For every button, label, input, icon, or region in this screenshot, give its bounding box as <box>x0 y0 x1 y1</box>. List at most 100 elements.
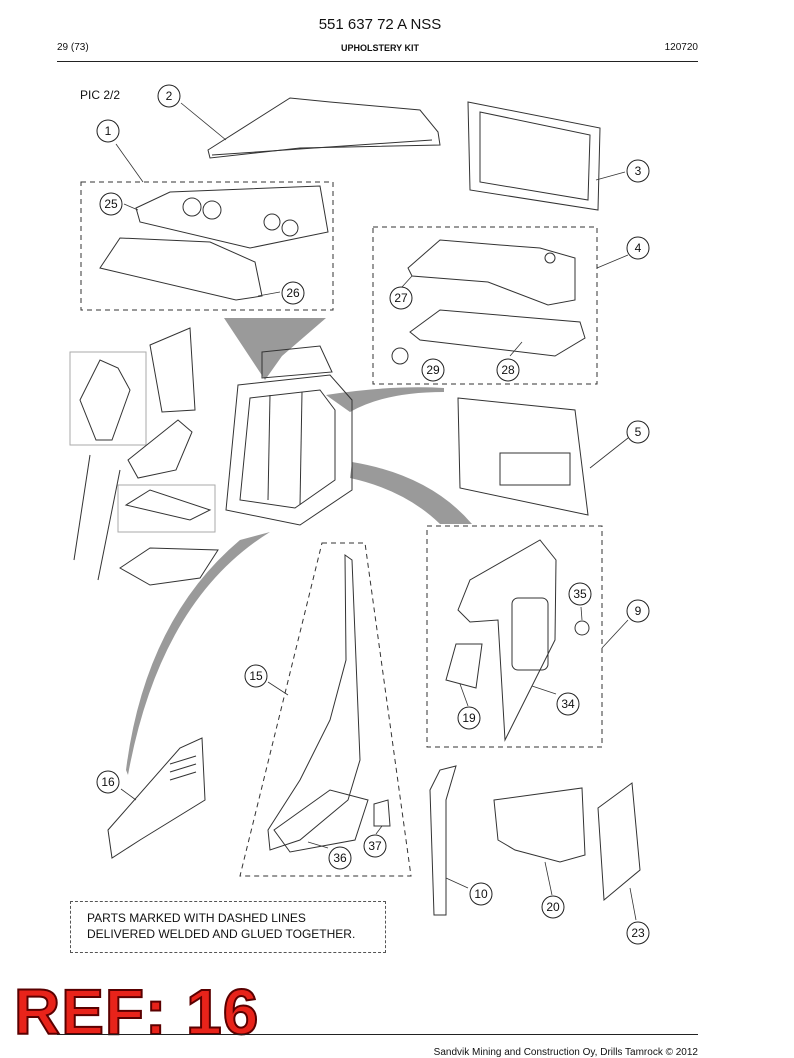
part-19-pocket <box>445 643 483 689</box>
callout-bubble <box>96 119 120 143</box>
footer-rule <box>57 1034 698 1035</box>
leader-line-20 <box>544 861 553 896</box>
callout-bubble <box>457 706 481 730</box>
part-5-side-panel <box>457 397 589 516</box>
callout-bubble <box>328 846 352 870</box>
cab-frame <box>225 374 353 526</box>
callout-bubble <box>389 286 413 310</box>
callout-number: 36 <box>333 851 347 865</box>
dashed-line-note: PARTS MARKED WITH DASHED LINES DELIVERED… <box>70 901 386 953</box>
leader-line-4 <box>596 254 629 269</box>
leader-line-1 <box>115 143 144 183</box>
callout-bubble <box>626 159 650 183</box>
part-34-pad <box>511 597 549 671</box>
part-25-vent <box>202 200 222 220</box>
callout-34: 34 <box>556 692 580 716</box>
part-35-cap <box>574 620 590 636</box>
callout-number: 3 <box>635 164 642 178</box>
callout-number: 37 <box>368 839 382 853</box>
callout-bubble <box>568 582 592 606</box>
callout-number: 20 <box>546 900 560 914</box>
part-5-window <box>499 452 571 486</box>
callout-number: 4 <box>635 241 642 255</box>
part-36-lower-trim <box>273 789 369 853</box>
callout-bubble <box>157 84 181 108</box>
callout-number: 10 <box>474 887 488 901</box>
leader-line-10 <box>445 877 469 889</box>
note-line-2: DELIVERED WELDED AND GLUED TOGETHER. <box>87 927 356 941</box>
callout-bubble <box>556 692 580 716</box>
left-bracket-parts <box>79 359 131 441</box>
callout-bubble <box>626 236 650 260</box>
callout-26: 26 <box>281 281 305 305</box>
group-box-center <box>239 542 412 877</box>
part-23-panel <box>597 782 641 902</box>
callout-4: 4 <box>626 236 650 260</box>
callout-35: 35 <box>568 582 592 606</box>
part-37-clip <box>373 799 391 827</box>
projection-fan-left <box>126 532 270 775</box>
part-3-inner <box>479 111 591 201</box>
part-2-edge <box>211 139 433 156</box>
callout-bubble <box>496 358 520 382</box>
callout-bubble <box>281 281 305 305</box>
left-rod <box>97 469 121 581</box>
callout-bubble <box>96 770 120 794</box>
callout-37: 37 <box>363 834 387 858</box>
callout-27: 27 <box>389 286 413 310</box>
callout-number: 9 <box>635 604 642 618</box>
leader-line-16 <box>120 788 137 801</box>
leader-line-35 <box>580 606 583 621</box>
leader-line-19 <box>459 683 469 707</box>
group-box-upper-right <box>372 226 598 385</box>
leader-line-3 <box>595 171 626 181</box>
callout-number: 27 <box>394 291 408 305</box>
callout-bubble <box>469 882 493 906</box>
callout-3: 3 <box>626 159 650 183</box>
part-15-pillar-trim <box>267 554 361 851</box>
callout-number: 34 <box>561 697 575 711</box>
leader-line-15 <box>267 681 289 696</box>
section-title: UPHOLSTERY KIT <box>340 43 419 53</box>
part-25-console <box>135 185 329 249</box>
part-16-vent <box>169 771 197 781</box>
cab-pillar <box>267 394 271 501</box>
callout-bubble <box>626 599 650 623</box>
part-25-vent <box>182 197 202 217</box>
projection-fan-right-upper <box>326 387 444 412</box>
callout-number: 16 <box>101 775 115 789</box>
part-16-vent <box>169 755 197 765</box>
callout-number: 25 <box>104 197 118 211</box>
left-pillar-trim <box>149 327 196 413</box>
callout-number: 23 <box>631 926 645 940</box>
callout-bubble <box>421 358 445 382</box>
group-box-upper-left <box>80 181 334 311</box>
header-rule <box>57 61 698 62</box>
leader-line-34 <box>531 685 557 695</box>
part-3-rear-panel <box>467 101 601 211</box>
callout-1: 1 <box>96 119 120 143</box>
leader-line-27 <box>401 275 413 288</box>
callout-number: 29 <box>426 363 440 377</box>
callout-number: 28 <box>501 363 515 377</box>
note-line-1: PARTS MARKED WITH DASHED LINES <box>87 911 306 925</box>
left-side-trim <box>127 419 193 479</box>
callout-9: 9 <box>626 599 650 623</box>
part-2-roof-liner <box>207 97 441 159</box>
leader-line-26 <box>257 291 281 297</box>
floor-mat <box>119 547 219 586</box>
group-box-solid-mid <box>117 484 216 533</box>
callout-bubble <box>626 921 650 945</box>
cab-pillar <box>299 391 303 506</box>
callout-28: 28 <box>496 358 520 382</box>
picture-label: PIC 2/2 <box>80 88 121 102</box>
cab-frame-inner <box>239 389 336 509</box>
leader-line-23 <box>629 887 637 921</box>
callout-10: 10 <box>469 882 493 906</box>
part-16-side-trim <box>107 737 206 859</box>
callout-bubble <box>244 664 268 688</box>
leader-line-2 <box>180 102 227 141</box>
part-20-frame <box>493 787 586 863</box>
leader-line-5 <box>589 437 629 469</box>
